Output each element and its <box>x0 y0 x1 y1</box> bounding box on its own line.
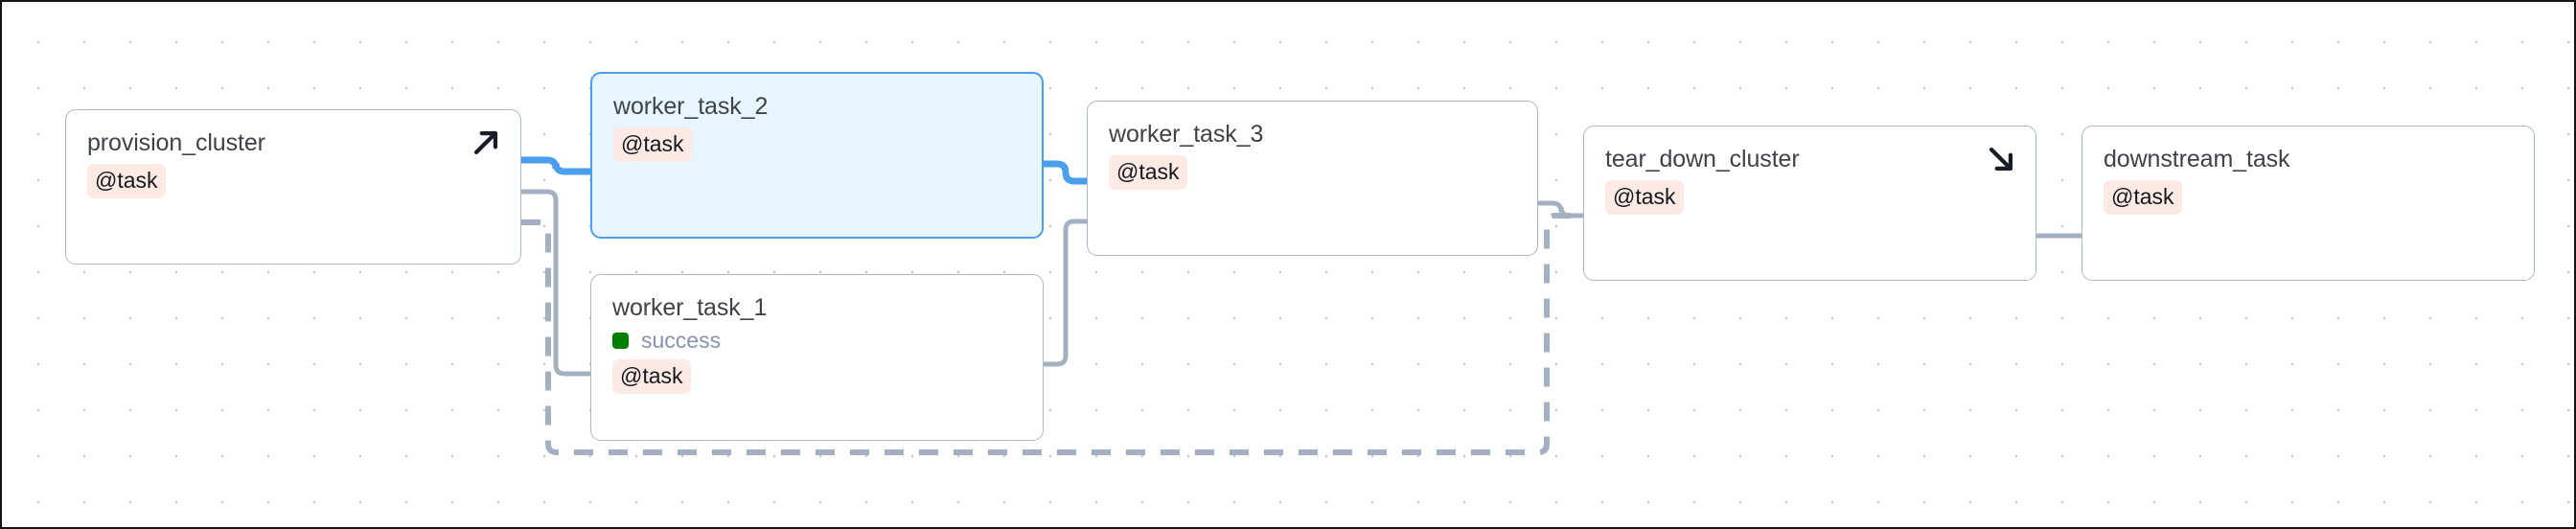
node-title: worker_task_2 <box>613 93 769 120</box>
node-title: downstream_task <box>2104 146 2290 172</box>
status-swatch-success <box>612 333 629 349</box>
node-title: worker_task_1 <box>612 294 768 321</box>
arrow-up-right-icon[interactable] <box>470 126 502 159</box>
edge-worker-task-3-tear-down-cluster <box>1538 200 1583 218</box>
status-label: success <box>641 328 722 353</box>
node-title: provision_cluster <box>87 129 265 156</box>
node-status: success <box>612 330 1022 352</box>
edge-worker-task-1-worker-task-3 <box>1044 218 1087 367</box>
task-tag: @task <box>1109 155 1187 190</box>
node-title: tear_down_cluster <box>1605 146 1800 172</box>
edge-provision-cluster-worker-task-1 <box>521 189 590 377</box>
task-tag: @task <box>613 127 692 162</box>
node-tag-row: @task <box>1109 155 1516 190</box>
task-tag: @task <box>2104 180 2182 215</box>
arrow-down-right-icon[interactable] <box>1985 143 2017 175</box>
node-downstream-task[interactable]: downstream_task @task <box>2082 126 2535 281</box>
node-tag-row: @task <box>1605 180 2014 215</box>
task-tag: @task <box>87 164 166 198</box>
node-tag-row: @task <box>2104 180 2513 215</box>
node-tag-row: @task <box>612 359 1022 394</box>
node-tag-row: @task <box>613 127 1021 162</box>
node-tear-down-cluster[interactable]: tear_down_cluster @task <box>1583 126 2036 281</box>
edge-provision-cluster-worker-task-2 <box>521 156 590 175</box>
node-worker-task-2[interactable]: worker_task_2 @task <box>590 72 1044 239</box>
node-tag-row: @task <box>87 164 499 198</box>
node-worker-task-1[interactable]: worker_task_1 success @task <box>590 274 1044 441</box>
task-tag: @task <box>1605 180 1684 215</box>
task-tag: @task <box>612 359 691 394</box>
node-title: worker_task_3 <box>1109 121 1264 148</box>
edge-worker-task-2-worker-task-3 <box>1044 160 1087 185</box>
node-provision-cluster[interactable]: provision_cluster @task <box>65 109 521 264</box>
node-worker-task-3[interactable]: worker_task_3 @task <box>1087 101 1538 256</box>
